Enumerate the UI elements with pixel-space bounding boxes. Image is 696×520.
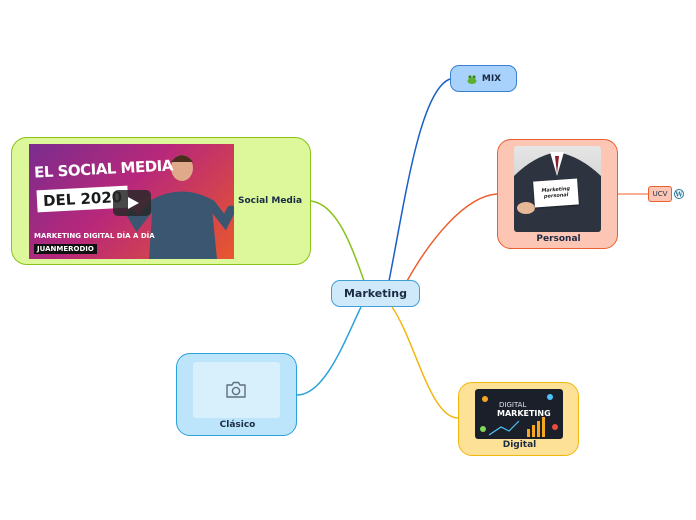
frog-icon: [467, 74, 477, 84]
connector-personal: [406, 193, 498, 282]
thumbnail-brand: JUANMERODIO: [34, 244, 97, 254]
topic-digital-label: Digital: [502, 440, 537, 450]
connector-clasico: [296, 306, 362, 396]
topic-mix-label: MIX: [481, 73, 502, 84]
topic-personal-label: Personal: [536, 234, 581, 244]
svg-text:W: W: [674, 191, 683, 199]
topic-digital[interactable]: DIGITAL MARKETING Digital: [458, 382, 579, 456]
presenter-figure: [126, 155, 234, 259]
image-placeholder: [193, 362, 280, 418]
personal-image: Marketing personal: [514, 146, 601, 232]
topic-social-media-label: Social Media: [238, 196, 303, 206]
social-media-video-thumbnail[interactable]: EL SOCIAL MEDIA DEL 2020 MARKETING DIGIT…: [29, 144, 234, 259]
play-icon: [128, 197, 139, 209]
business-card-text: Marketing personal: [541, 186, 571, 200]
central-topic-label: Marketing: [343, 287, 407, 300]
wordpress-icon[interactable]: W: [674, 189, 684, 199]
business-card: Marketing personal: [533, 178, 579, 208]
thumbnail-subtitle: MARKETING DIGITAL DÍA A DÍA: [34, 232, 155, 240]
connector-mix: [388, 78, 451, 282]
topic-personal[interactable]: Marketing personal Personal: [497, 139, 618, 249]
digital-marketing-graphic: [480, 394, 558, 437]
topic-clasico[interactable]: Clásico: [176, 353, 297, 436]
topic-mix[interactable]: MIX: [450, 65, 517, 92]
topic-clasico-label: Clásico: [219, 420, 256, 430]
connector-social-media: [310, 200, 365, 282]
central-topic-marketing[interactable]: Marketing: [331, 280, 420, 307]
connector-digital: [391, 306, 459, 419]
video-play-button[interactable]: [113, 190, 151, 216]
subtopic-ucv[interactable]: UCV: [648, 186, 672, 202]
digital-marketing-image: DIGITAL MARKETING: [475, 389, 563, 439]
camera-icon: [226, 381, 246, 398]
digital-image-text-line2: MARKETING: [497, 409, 551, 418]
topic-social-media[interactable]: EL SOCIAL MEDIA DEL 2020 MARKETING DIGIT…: [11, 137, 311, 265]
subtopic-ucv-label: UCV: [652, 190, 668, 198]
digital-image-text-line1: DIGITAL: [499, 401, 527, 409]
